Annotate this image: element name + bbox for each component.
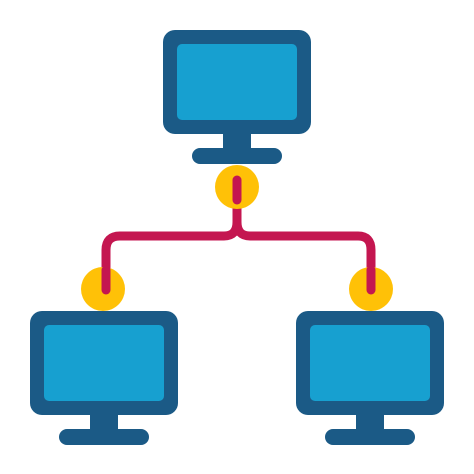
- monitor-base: [192, 148, 282, 164]
- monitor-base: [325, 429, 415, 445]
- monitor-neck: [90, 415, 118, 431]
- monitor-screen: [310, 325, 430, 401]
- computer-left-icon: [30, 311, 178, 445]
- cable-lines: [101, 183, 376, 293]
- cable-right-branch: [232, 217, 376, 293]
- monitor-screen: [44, 325, 164, 401]
- computer-top-icon: [163, 30, 311, 164]
- monitor-base: [59, 429, 149, 445]
- computer-right-icon: [296, 311, 444, 445]
- monitor-neck: [223, 134, 251, 150]
- monitor-neck: [356, 415, 384, 431]
- monitor-screen: [177, 44, 297, 120]
- cable-trunk: [101, 183, 242, 293]
